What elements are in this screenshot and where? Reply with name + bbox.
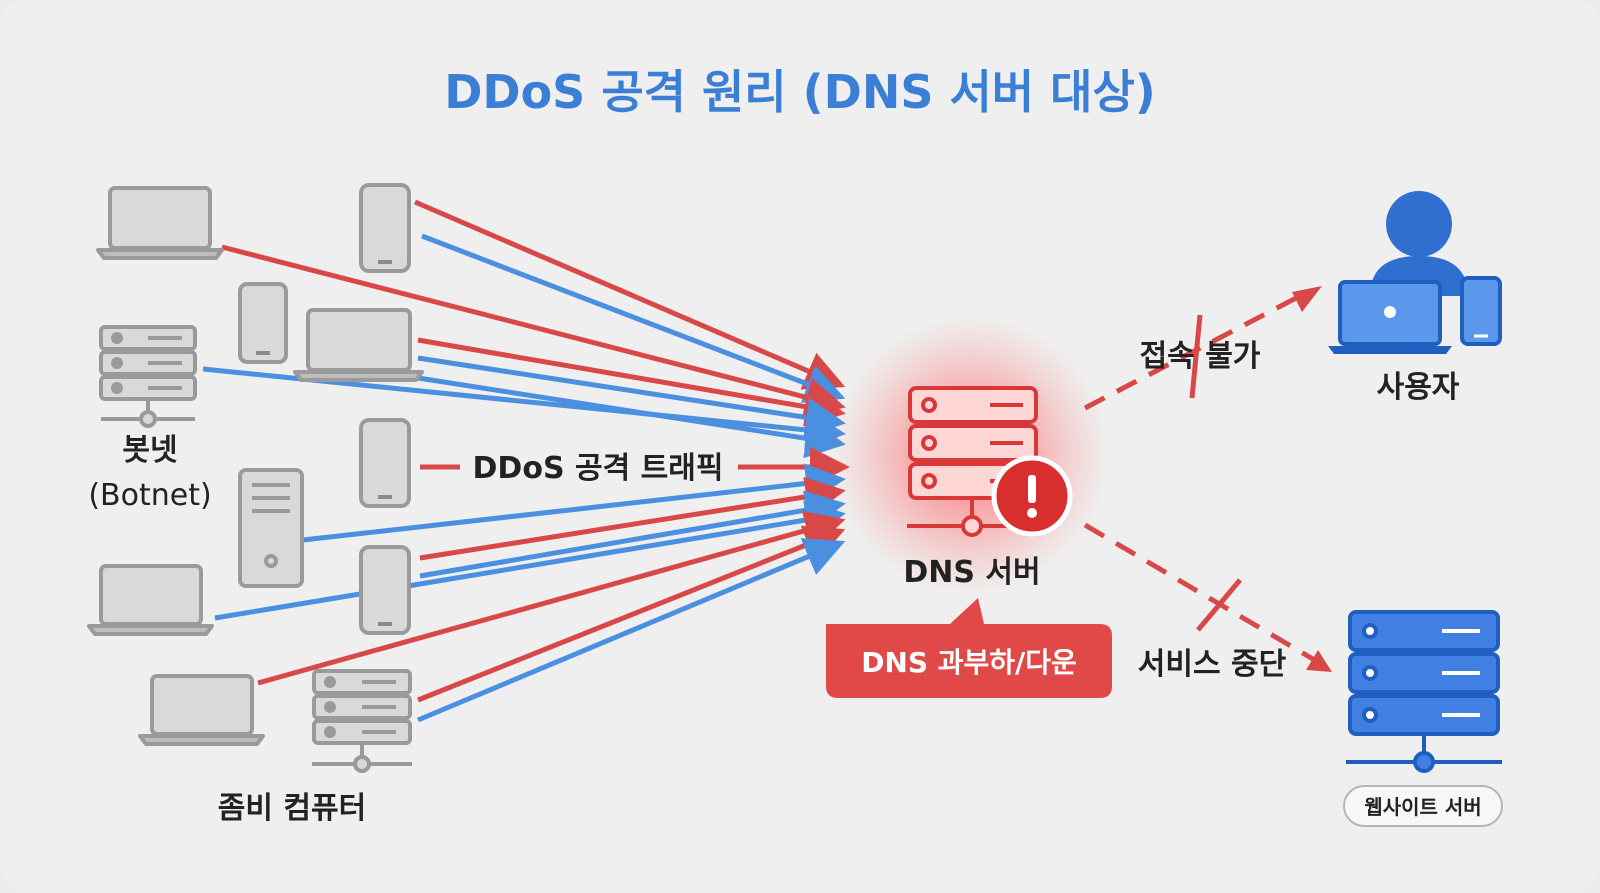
traffic-line (417, 538, 846, 723)
traffic-line (417, 525, 846, 703)
traffic-label: DDoS 공격 트래픽 (473, 451, 724, 486)
blocked-paths (1083, 293, 1320, 665)
laptop-icon (87, 564, 214, 636)
user-label: 사용자 (1377, 370, 1460, 405)
website-server-icon (1346, 610, 1502, 773)
diagram-title: DDoS 공격 원리 (DNS 서버 대상) (444, 65, 1156, 119)
server-icon (99, 325, 197, 428)
service-down-label: 서비스 중단 (1138, 647, 1287, 682)
phone-icon (238, 282, 288, 364)
botnet-en-label: (Botnet) (88, 478, 211, 513)
traffic-line (417, 337, 846, 427)
zombie-label: 좀비 컴퓨터 (218, 791, 366, 826)
laptop-icon (293, 308, 424, 382)
arrowhead-user (1292, 286, 1322, 312)
access-denied-label: 접속 불가 (1140, 339, 1261, 374)
phone-icon (359, 183, 411, 273)
laptop-icon (96, 186, 224, 260)
user-icon (1328, 191, 1502, 354)
website-server-pill: 웹사이트 서버 (1343, 785, 1503, 827)
dns-server-label: DNS 서버 (903, 555, 1040, 590)
blocked-path-user (1083, 293, 1302, 411)
blocked-path-web (1083, 522, 1320, 665)
traffic-line (421, 233, 846, 403)
phone-icon (359, 418, 411, 508)
traffic-line (302, 463, 846, 543)
overload-callout: DNS 과부하/다운 (826, 598, 1112, 698)
traffic-line (221, 244, 846, 417)
traffic-line (257, 510, 846, 686)
alert-icon (991, 455, 1073, 537)
break-mark (1196, 578, 1242, 632)
traffic-line (414, 199, 846, 390)
phone-icon (359, 545, 411, 635)
tower-icon (238, 468, 304, 588)
traffic-line (417, 355, 846, 438)
server-icon (312, 669, 412, 773)
laptop-icon (138, 674, 265, 746)
traffic-line (417, 375, 846, 459)
botnet-label: 봇넷 (122, 433, 177, 468)
break-mark (1189, 314, 1203, 399)
traffic-line (419, 476, 846, 561)
website-server-label: 웹사이트 서버 (1364, 795, 1481, 819)
arrowhead-web (1306, 650, 1332, 672)
traffic-line (419, 490, 846, 579)
overload-label: DNS 과부하/다운 (861, 646, 1077, 679)
traffic-line (214, 500, 846, 621)
attack-traffic-lines (202, 199, 850, 723)
